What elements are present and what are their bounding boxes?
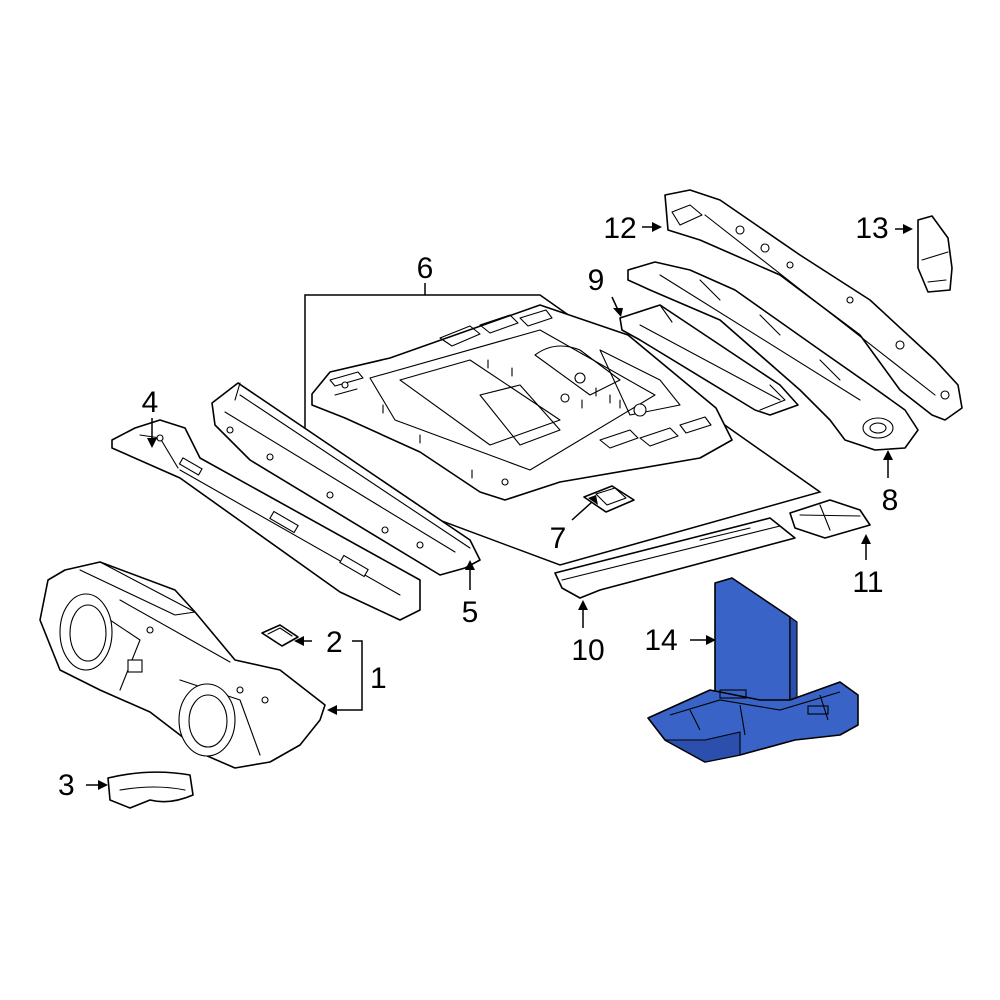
part-12-upper-member[interactable]	[664, 189, 963, 421]
part-2-clip[interactable]	[261, 624, 299, 647]
part-9-cross-member[interactable]	[619, 304, 799, 416]
callout-leaders	[86, 222, 913, 790]
callout-3[interactable]: 3	[58, 769, 75, 802]
part-5-side-member[interactable]	[211, 382, 481, 576]
part-1-rear-floor[interactable]	[39, 561, 326, 769]
callout-4[interactable]: 4	[142, 386, 159, 419]
callout-2[interactable]: 2	[326, 626, 343, 659]
part-11-bracket[interactable]	[789, 499, 871, 539]
callout-13[interactable]: 13	[855, 212, 888, 245]
callout-12[interactable]: 12	[603, 212, 636, 245]
callout-9[interactable]: 9	[588, 264, 605, 297]
callout-8[interactable]: 8	[882, 484, 899, 517]
callout-labels: 1 2 3 4 5 6 7 8 9 10 11 12 13 14	[58, 212, 898, 802]
part-8-rear-panel[interactable]	[627, 261, 919, 451]
callout-11[interactable]: 11	[852, 566, 883, 599]
callout-5[interactable]: 5	[462, 596, 479, 629]
part-14-battery-tray[interactable]	[647, 577, 859, 763]
part-6-floor-pan[interactable]	[311, 304, 733, 501]
callout-1[interactable]: 1	[370, 662, 387, 695]
callout-7[interactable]: 7	[550, 522, 567, 555]
part-7-bracket[interactable]	[583, 485, 635, 513]
part-13-corner-bracket[interactable]	[917, 215, 953, 293]
callout-10[interactable]: 10	[571, 634, 604, 667]
part-4-rail[interactable]	[111, 419, 421, 621]
part-3-reinforcement[interactable]	[107, 771, 194, 809]
callout-14[interactable]: 14	[644, 624, 677, 657]
callout-6[interactable]: 6	[417, 252, 434, 285]
part-10-lower-member[interactable]	[554, 517, 796, 599]
